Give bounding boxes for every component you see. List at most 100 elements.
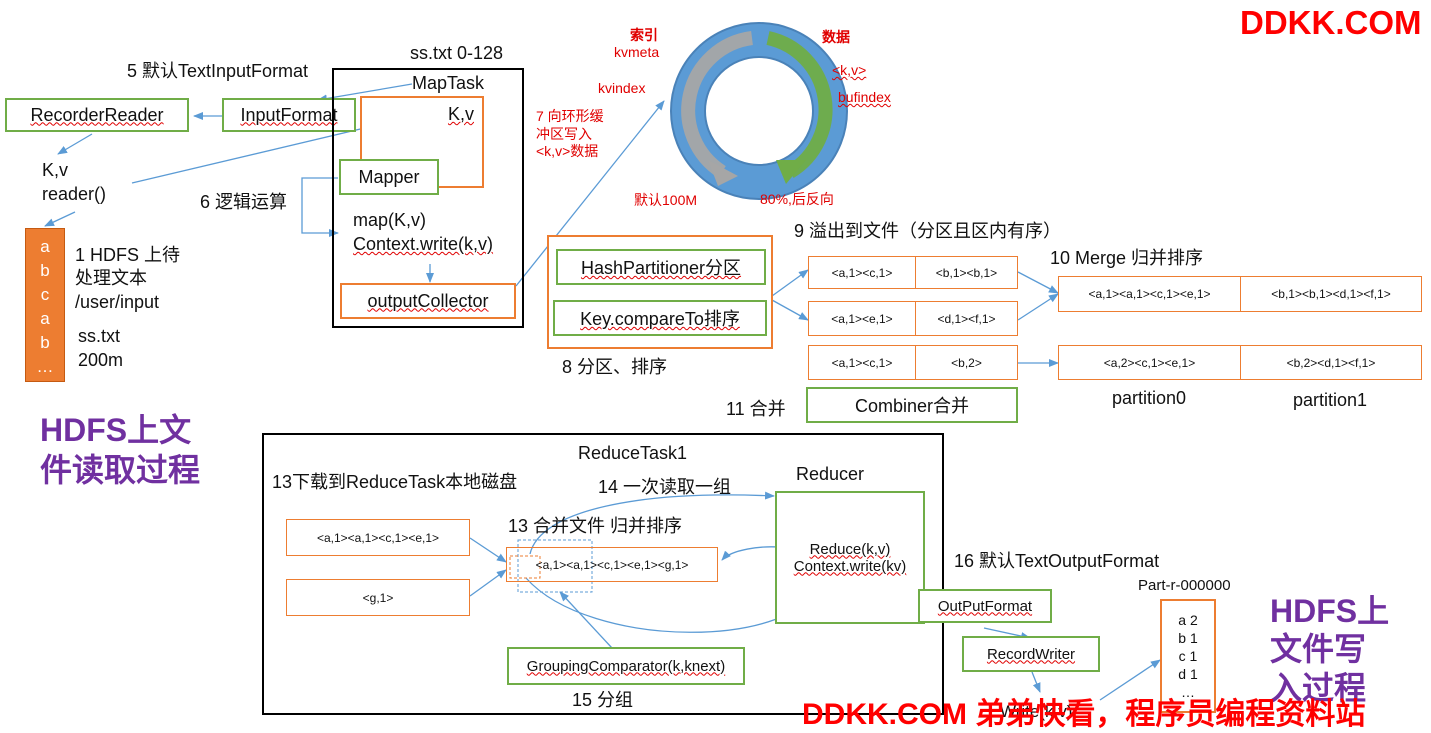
- input-char: …: [36, 357, 54, 376]
- grouping-caption: 15 分组: [572, 690, 634, 710]
- reduce-write: Context.write(kv): [793, 557, 907, 575]
- reduce-input-text: <a,1><a,1><c,1><e,1>: [316, 530, 440, 545]
- input-file-name: ss.txt: [78, 326, 121, 346]
- spill-cell-text: <b,1><b,1>: [935, 265, 998, 280]
- watermark-bottom: DDKK.COM 弟弟快看，程序员编程资料站: [802, 698, 1366, 731]
- part-line: b 1: [1178, 630, 1198, 646]
- split-label: ss.txt 0-128: [410, 43, 504, 63]
- hash-partitioner-label: HashPartitioner分区: [580, 258, 742, 278]
- output-format-box: OutPutFormat: [918, 589, 1052, 623]
- maptask-frame: [332, 68, 524, 328]
- context-write: Context.write(k,v): [353, 234, 494, 254]
- write-call: Write(k,v): [1000, 702, 1073, 721]
- output-collector-label: outputCollector: [367, 290, 489, 311]
- index-arrow-icon: [681, 31, 754, 178]
- spill-cell: <a,1><e,1>: [808, 301, 916, 336]
- combiner-box: Combiner合并: [806, 387, 1018, 423]
- reduce-input-text: <g,1>: [362, 590, 394, 605]
- ring-reverse: 80%,后反向: [760, 191, 834, 207]
- ring-bufindex: bufindex: [838, 89, 891, 105]
- spill-cell-text: <a,1><e,1>: [831, 311, 893, 326]
- download-caption: 13下载到ReduceTask本地磁盘: [272, 472, 518, 492]
- map-call: map(K,v): [353, 210, 427, 230]
- input-file-block: a b c a b …: [25, 228, 65, 382]
- input-format-label: InputFormat: [240, 104, 338, 125]
- merged-cell-text: <a,1><a,1><c,1><e,1>: [1088, 287, 1211, 301]
- reducer-title: Reducer: [796, 464, 865, 484]
- input-char: b: [40, 333, 50, 352]
- input-char: a: [40, 237, 50, 256]
- output-collector-box: outputCollector: [340, 283, 516, 319]
- combined-merged-cell: <a,2><c,1><e,1>: [1058, 345, 1241, 380]
- kv-label: K,v: [447, 104, 474, 124]
- merged-reduce-file: <a,1><a,1><c,1><e,1><g,1>: [506, 547, 718, 582]
- merge-caption: 10 Merge 归并排序: [1050, 248, 1204, 268]
- part-file-box: a 2 b 1 c 1 d 1 …: [1160, 599, 1216, 713]
- ring-kvmeta: kvmeta: [614, 44, 660, 60]
- key-highlight: [509, 555, 541, 579]
- spill-cell: <d,1><f,1>: [915, 301, 1018, 336]
- part-file-name: Part-r-000000: [1138, 577, 1231, 594]
- part-line: c 1: [1178, 648, 1198, 664]
- hdfs-write-title: HDFS上 文件写 入过程: [1270, 593, 1390, 706]
- partition-sort-caption: 8 分区、排序: [562, 357, 668, 377]
- output-format-label: OutPutFormat: [937, 597, 1033, 615]
- input-char: a: [40, 309, 50, 328]
- ring-kvindex: kvindex: [598, 80, 646, 96]
- kv-reader-call: reader(): [42, 184, 107, 204]
- part-line: …: [1181, 684, 1195, 700]
- part-line: d 1: [1178, 666, 1198, 682]
- maptask-title: MapTask: [412, 73, 485, 93]
- input-file-size: 200m: [78, 350, 124, 370]
- merged-cell-text: <b,1><b,1><d,1><f,1>: [1271, 287, 1391, 301]
- key-compare-label: Key.compareTo排序: [580, 309, 740, 329]
- spill-caption: 9 溢出到文件（分区且区内有序）: [794, 221, 1062, 241]
- combiner-label: Combiner合并: [854, 396, 970, 416]
- input-format-step: 5 默认TextInputFormat: [127, 61, 309, 81]
- combined-spill-text: <b,2>: [951, 355, 982, 370]
- reduce-input-file: <a,1><a,1><c,1><e,1>: [286, 519, 470, 556]
- ring-index-label: 索引: [630, 27, 658, 43]
- grouping-comparator-label: GroupingComparator(k,knext): [526, 657, 726, 675]
- combined-spill-cell: <b,2>: [915, 345, 1018, 380]
- record-writer-box: RecordWriter: [962, 636, 1100, 672]
- kv-reader-kv: K,v: [42, 160, 69, 180]
- step6-label: 6 逻辑运算: [200, 192, 288, 212]
- hdfs-read-title: HDFS上文 件读取过程: [40, 412, 201, 488]
- ring-kv: <k,v>: [832, 62, 867, 78]
- hash-partitioner-box: HashPartitioner分区: [556, 249, 766, 285]
- key-compare-box: Key.compareTo排序: [553, 300, 767, 336]
- input-file-caption: 1 HDFS 上待 处理文本 /user/input: [75, 245, 181, 312]
- combined-spill-cell: <a,1><c,1>: [808, 345, 916, 380]
- data-arrow-icon: [766, 31, 833, 179]
- combined-merged-text: <a,2><c,1><e,1>: [1103, 355, 1196, 370]
- group-highlight: [517, 539, 593, 593]
- ring-default-size: 默认100M: [634, 192, 698, 208]
- combined-spill-text: <a,1><c,1>: [831, 355, 893, 370]
- combine-caption: 11 合并: [726, 399, 786, 419]
- recorder-reader-box: RecorderReader: [5, 98, 189, 132]
- input-char: c: [40, 285, 50, 304]
- part-line: a 2: [1178, 612, 1198, 628]
- spill-cell: <b,1><b,1>: [915, 256, 1018, 289]
- mapper-label: Mapper: [358, 166, 420, 187]
- record-writer-label: RecordWriter: [986, 645, 1076, 663]
- merge-sort-caption: 13 合并文件 归并排序: [508, 516, 683, 536]
- partition1-label: partition1: [1293, 390, 1368, 410]
- reducer-box: Reduce(k,v) Context.write(kv): [775, 491, 925, 624]
- mapper-box: Mapper: [339, 159, 439, 195]
- reduce-input-file: <g,1>: [286, 579, 470, 616]
- reducetask-title: ReduceTask1: [578, 443, 688, 463]
- spill-cell-text: <d,1><f,1>: [937, 311, 996, 326]
- merged-reduce-text: <a,1><a,1><c,1><e,1><g,1>: [535, 557, 689, 572]
- merged-cell: <a,1><a,1><c,1><e,1>: [1058, 276, 1241, 312]
- read-group-caption: 14 一次读取一组: [598, 477, 732, 497]
- partition0-label: partition0: [1112, 388, 1187, 408]
- input-char: b: [40, 261, 50, 280]
- recorder-reader-label: RecorderReader: [30, 104, 164, 125]
- merged-cell: <b,1><b,1><d,1><f,1>: [1240, 276, 1422, 312]
- ring-data-label: 数据: [822, 29, 850, 45]
- spill-cell: <a,1><c,1>: [808, 256, 916, 289]
- reducetask-frame: [262, 433, 944, 715]
